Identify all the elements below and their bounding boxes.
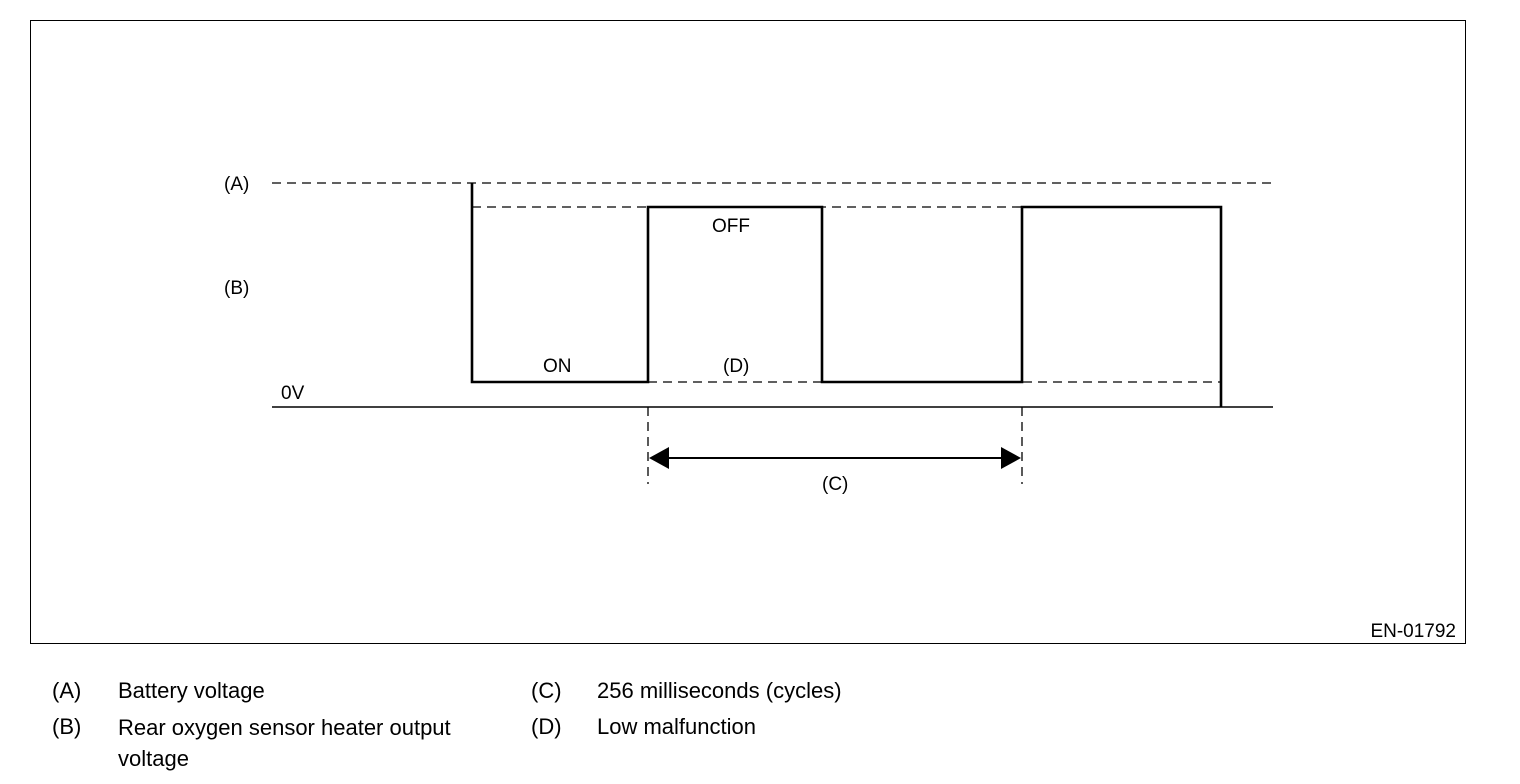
- label-zero-volt: 0V: [281, 383, 305, 404]
- label-battery-voltage: (A): [224, 174, 249, 195]
- label-on: ON: [543, 356, 572, 377]
- legend-key: (B): [52, 714, 82, 739]
- label-off: OFF: [712, 216, 750, 237]
- figure-id-code: EN-01792: [1370, 621, 1456, 642]
- label-period: (C): [822, 474, 848, 495]
- legend-text: Rear oxygen sensor heater output voltage: [118, 715, 451, 771]
- legend-key: (D): [531, 714, 562, 739]
- legend-key: (C): [531, 678, 562, 703]
- period-arrow-right-head: [1001, 447, 1021, 469]
- waveform-diagram: (A) (B) 0V OFF ON (D) (C) EN-01792: [224, 174, 1456, 642]
- diagram-frame: [30, 20, 1466, 644]
- legend-text: 256 milliseconds (cycles): [597, 678, 842, 703]
- legend-text: Low malfunction: [597, 714, 756, 739]
- legend-key: (A): [52, 678, 82, 703]
- label-low-malfunction: (D): [723, 356, 749, 377]
- period-arrow-left-head: [649, 447, 669, 469]
- legend-text: Battery voltage: [118, 678, 265, 703]
- square-wave: [470, 183, 1223, 407]
- label-heater-output: (B): [224, 278, 249, 299]
